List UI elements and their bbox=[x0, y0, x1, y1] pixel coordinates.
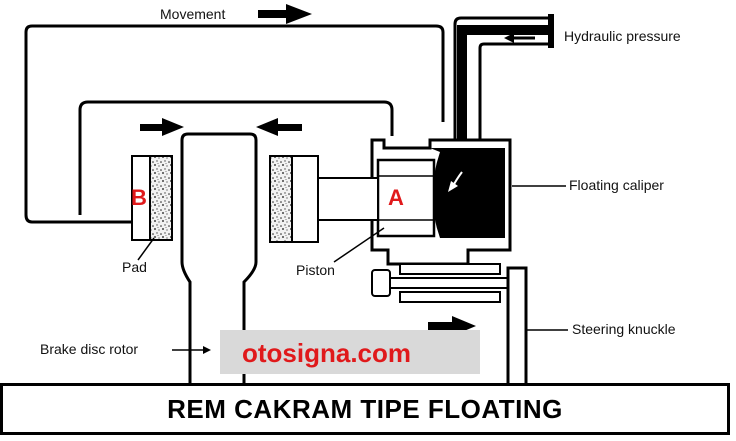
caliper-mount-bolt bbox=[371, 263, 511, 303]
caliper-outer-frame bbox=[24, 24, 445, 224]
diagram-title: REM CAKRAM TIPE FLOATING bbox=[167, 393, 563, 424]
pad-right bbox=[269, 155, 319, 243]
pad-left bbox=[131, 155, 173, 241]
piston bbox=[376, 158, 436, 238]
piston-label: Piston bbox=[296, 262, 335, 278]
steering-knuckle bbox=[506, 266, 528, 400]
hydraulic-line bbox=[453, 14, 554, 150]
piston-rod bbox=[317, 177, 379, 221]
movement-arrow-icon bbox=[258, 4, 312, 24]
pad-left-arrow-icon bbox=[140, 118, 184, 136]
marker-a: A bbox=[388, 185, 404, 210]
pad-leader bbox=[137, 237, 155, 261]
title-bar: REM CAKRAM TIPE FLOATING bbox=[0, 383, 730, 435]
hydraulic-pressure-label: Hydraulic pressure bbox=[564, 28, 681, 44]
watermark-text: otosigna.com bbox=[242, 338, 411, 368]
caliper-inner-frame bbox=[78, 100, 394, 215]
hydraulic-flow-arrow-icon bbox=[504, 33, 535, 43]
floating-caliper-label: Floating caliper bbox=[569, 177, 664, 193]
movement-label: Movement bbox=[160, 6, 225, 22]
brake-disc-rotor-leader bbox=[172, 346, 211, 354]
pad-right-arrow-icon bbox=[256, 118, 302, 136]
watermark-box bbox=[220, 330, 480, 374]
marker-b: B bbox=[131, 185, 147, 210]
pad-label: Pad bbox=[122, 259, 147, 275]
piston-leader bbox=[333, 227, 385, 263]
steering-knuckle-label: Steering knuckle bbox=[572, 321, 676, 337]
brake-disc-rotor-label: Brake disc rotor bbox=[40, 341, 138, 357]
